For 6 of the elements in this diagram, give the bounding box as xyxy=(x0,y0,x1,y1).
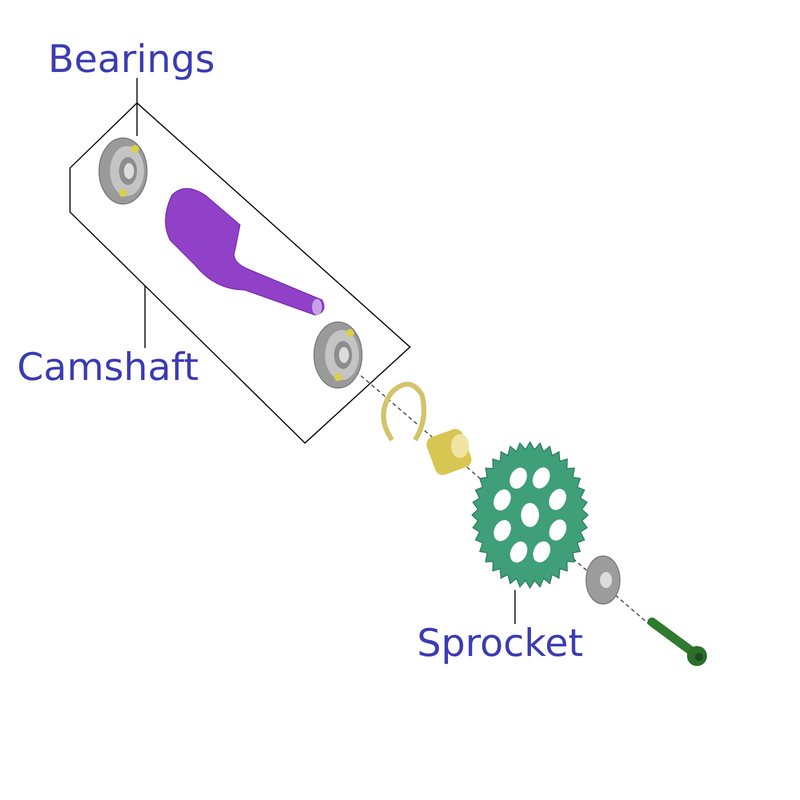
part-label: Bearings xyxy=(48,40,215,78)
leader-line xyxy=(136,78,138,136)
part-label: Camshaft xyxy=(17,348,199,386)
leader-line xyxy=(514,590,516,624)
part-label: Sprocket xyxy=(417,624,584,662)
leader-line xyxy=(144,286,146,348)
